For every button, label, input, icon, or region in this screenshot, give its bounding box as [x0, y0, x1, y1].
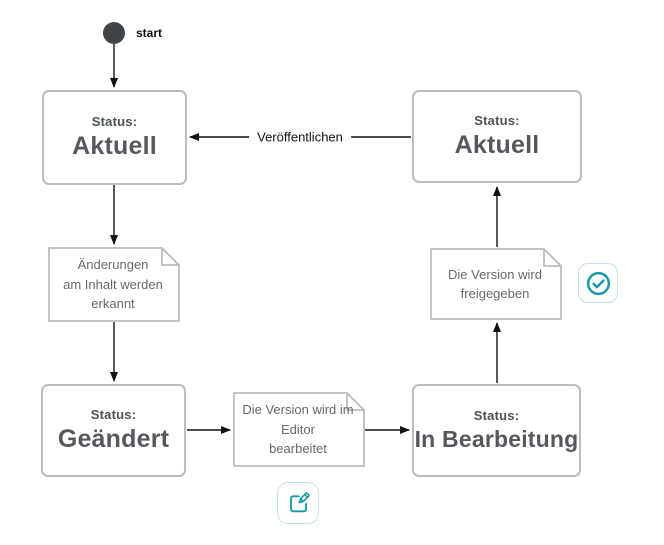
- state-box-in-bearbeitung: Status: In Bearbeitung: [412, 384, 581, 477]
- edit-button[interactable]: [277, 482, 319, 524]
- note-text: Die Version wird im Editor bearbeitet: [242, 402, 354, 457]
- note-shape: [48, 247, 180, 322]
- state-prefix: Status:: [91, 114, 138, 129]
- state-name: Aktuell: [72, 132, 157, 160]
- state-name: Geändert: [57, 425, 170, 453]
- note-shape: [233, 392, 365, 467]
- state-name: In Bearbeitung: [414, 426, 579, 452]
- state-box-aktuell-right: Status: Aktuell: [412, 90, 582, 183]
- note-text: Änderungen am Inhalt werden erkannt: [63, 257, 163, 312]
- approve-button[interactable]: [578, 263, 618, 303]
- note-aenderungen-erkannt: Änderungen am Inhalt werden erkannt: [48, 247, 180, 322]
- start-label: start: [136, 26, 163, 40]
- note-editor-bearbeitet: Die Version wird im Editor bearbeitet: [233, 392, 365, 467]
- state-prefix: Status:: [90, 407, 137, 422]
- check-circle-icon: [585, 270, 612, 297]
- note-version-freigegeben: Die Version wird freigegeben: [430, 248, 562, 320]
- start-node: [103, 22, 125, 44]
- note-shape: [430, 248, 562, 320]
- state-box-geaendert: Status: Geändert: [41, 384, 186, 477]
- state-box-aktuell-left: Status: Aktuell: [42, 90, 187, 185]
- note-text: Die Version wird freigegeben: [448, 266, 542, 302]
- state-prefix: Status:: [473, 408, 520, 423]
- edit-icon: [286, 490, 311, 516]
- transition-label-veroeffentlichen: Veröffentlichen: [249, 127, 351, 147]
- state-prefix: Status:: [474, 113, 520, 128]
- state-name: Aktuell: [454, 131, 540, 159]
